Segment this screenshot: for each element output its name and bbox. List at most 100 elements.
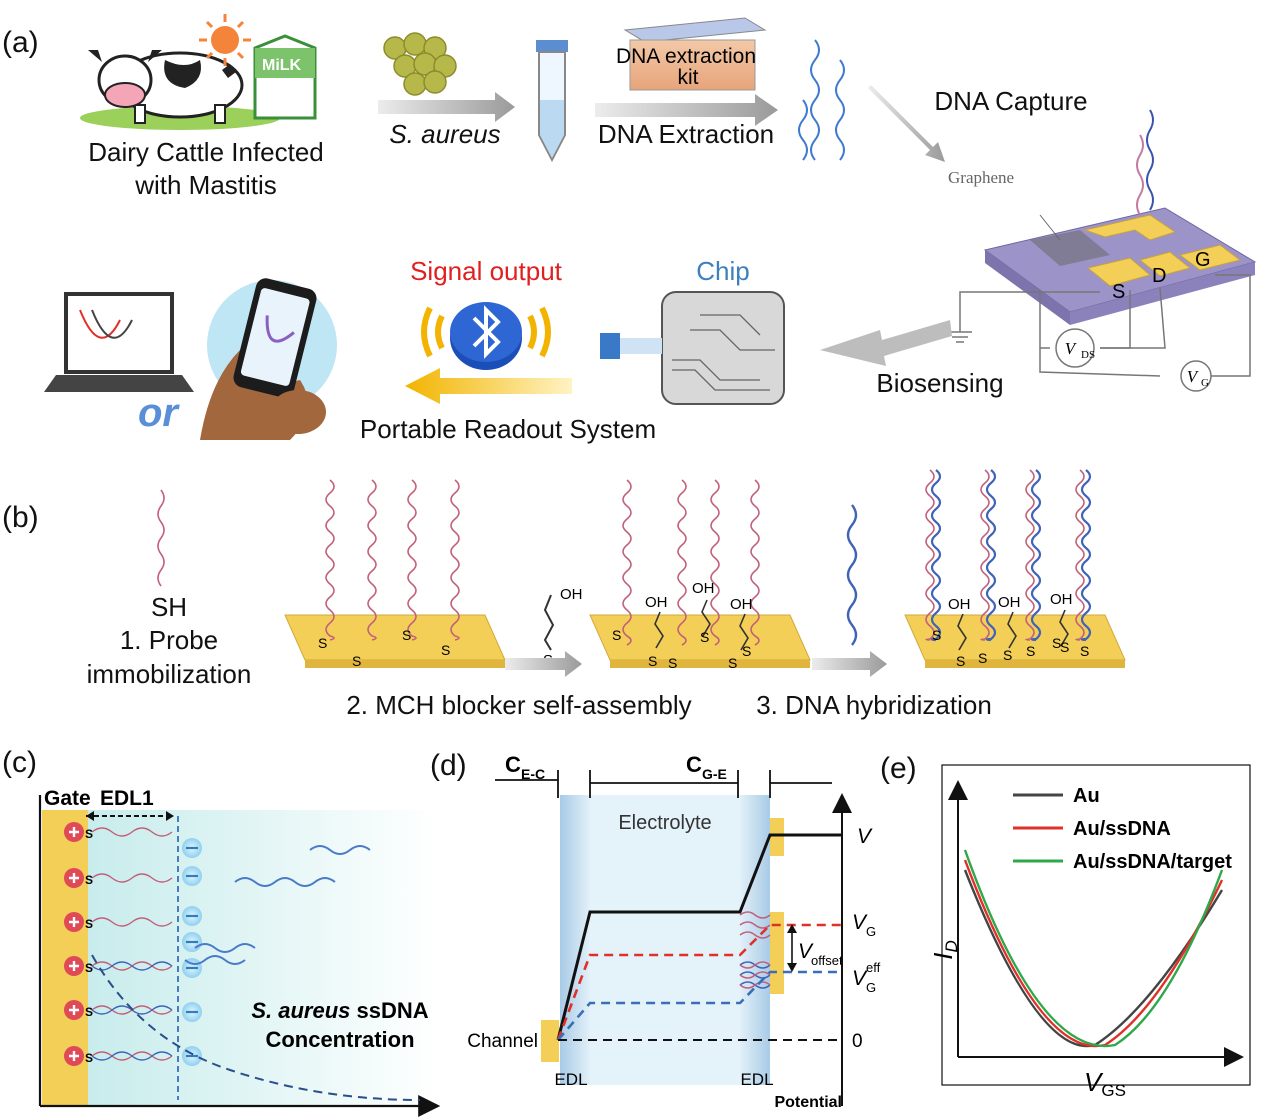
or-label: or <box>138 391 180 435</box>
b3-s-label-1: S <box>932 627 941 643</box>
electrolyte-label: Electrolyte <box>618 812 711 834</box>
electrolyte-region <box>88 810 438 1105</box>
gate-s-label-5: S <box>85 1005 93 1019</box>
gate-surface-dna <box>739 911 771 989</box>
b2-s-label-3: S <box>700 629 709 645</box>
gate-target-6 <box>91 1051 173 1061</box>
voffset-sub: offset <box>811 953 843 968</box>
probe-strand-c-1 <box>925 469 935 641</box>
probe-strand-a-2 <box>367 479 377 641</box>
chip-label: Chip <box>696 256 749 286</box>
mch-chain-6 <box>1059 609 1069 647</box>
channel-label: Channel <box>467 1031 538 1052</box>
b1-s-label-4: S <box>441 642 450 658</box>
gate-s-label-3: S <box>85 917 93 931</box>
gate-probe-1 <box>91 827 173 837</box>
gate-s-label-6: S <box>85 1051 93 1065</box>
hybrid-strand-c-3 <box>1030 469 1042 642</box>
free-ssdna-strands <box>184 845 371 965</box>
e-xlabel-sub: GS <box>1101 1081 1126 1100</box>
charges <box>64 822 202 1066</box>
cec-label: C <box>505 752 521 777</box>
gate-s-label-1: S <box>85 827 93 841</box>
b3-s-label-5: S <box>1026 643 1035 659</box>
hybrid-strand-c-4 <box>1080 469 1092 642</box>
v-level-label: V <box>857 825 873 848</box>
probe-strand-c-2 <box>980 469 990 641</box>
vgeff-level-label: V <box>852 967 868 990</box>
b1-s-label-1: S <box>318 635 327 651</box>
gate-block-bottom <box>770 912 784 994</box>
hybrid-strand-c-1 <box>930 469 942 642</box>
b3-s-label-3: S <box>978 650 987 666</box>
extraction-label: DNA Extraction <box>598 119 774 149</box>
cattle-label-line1: Dairy Cattle Infected <box>88 137 324 167</box>
vg-source-label: V <box>1187 367 1200 386</box>
vgeff-level-sup: eff <box>866 960 881 975</box>
e-ylabel-sub: D <box>942 940 961 952</box>
b3-oh-label-1: OH <box>948 596 971 613</box>
gate-terminal-label: G <box>1195 249 1211 271</box>
sun-icon <box>199 14 251 66</box>
concentration-italic: S. aureus <box>251 998 350 1023</box>
probe-strand-b-4 <box>750 479 760 646</box>
mch-chain-4 <box>957 613 967 651</box>
arrow-to-capture <box>868 85 945 162</box>
zero-level-label: 0 <box>852 1031 863 1052</box>
b2-s-label-2: S <box>648 653 657 669</box>
positive-sign-2 <box>69 873 79 883</box>
b2-oh-label-3: OH <box>730 596 753 613</box>
e-frame <box>941 764 1251 1086</box>
mch-oh-label: OH <box>560 586 583 603</box>
drain-terminal-label: D <box>1152 265 1166 287</box>
b2-oh-label-1: OH <box>645 594 668 611</box>
transfer-curve-3 <box>963 849 1224 1048</box>
chip-icon <box>600 291 785 405</box>
arrow-to-dna <box>595 94 778 126</box>
probe-strand-b-2 <box>677 479 687 646</box>
potential-profile-vg <box>556 923 842 1041</box>
panel-label-b: (b) <box>2 501 39 534</box>
gate-probe-3 <box>91 917 173 927</box>
edl1-label: EDL1 <box>100 787 154 810</box>
panel-label-a: (a) <box>2 26 39 59</box>
b1-s-label-3: S <box>402 627 411 643</box>
e-xlabel-main: V <box>1084 1067 1104 1097</box>
panel-label-c: (c) <box>2 746 37 779</box>
positive-sign-3 <box>69 917 79 927</box>
b3-oh-label-3: OH <box>1050 591 1073 608</box>
cge-sub-label: G-E <box>702 766 727 782</box>
vds-sub-label: DS <box>1081 349 1095 361</box>
mch-chain-5 <box>1007 611 1017 649</box>
bacteria-label: S. aureus <box>389 119 500 149</box>
mch-chain-2 <box>701 599 711 637</box>
e-ylabel-main: I <box>928 953 958 960</box>
potential-profile-v <box>556 833 842 1041</box>
bacteria-cluster-icon <box>383 32 457 96</box>
gold-substrate-edge-3 <box>925 660 1125 668</box>
centrifuge-tube-icon <box>536 40 568 163</box>
probe-strand-a-1 <box>325 479 335 641</box>
hybrid-strand-c-2 <box>985 469 997 642</box>
milk-carton-label: MiLK <box>262 57 302 74</box>
probe-strand-b-1 <box>622 479 632 646</box>
vds-label: V <box>1065 339 1078 358</box>
b2-oh-label-2: OH <box>692 580 715 597</box>
positive-sign-6 <box>69 1051 79 1061</box>
legend-label-3: Au/ssDNA/target <box>1073 851 1232 873</box>
concentration-decay-curve <box>91 954 421 1101</box>
signal-label: Signal output <box>410 256 563 286</box>
step2-label: 2. MCH blocker self-assembly <box>346 690 691 720</box>
positive-sign-4 <box>69 961 79 971</box>
vg-level-label: V <box>852 911 868 934</box>
b2-s-label-4: S <box>742 643 751 659</box>
arrow-to-hybrid <box>812 651 887 677</box>
b1-s-label-2: S <box>352 653 361 669</box>
gold-substrate-edge-2 <box>610 660 810 668</box>
surface-strands <box>325 469 1092 651</box>
gate-label: Gate <box>44 787 91 810</box>
